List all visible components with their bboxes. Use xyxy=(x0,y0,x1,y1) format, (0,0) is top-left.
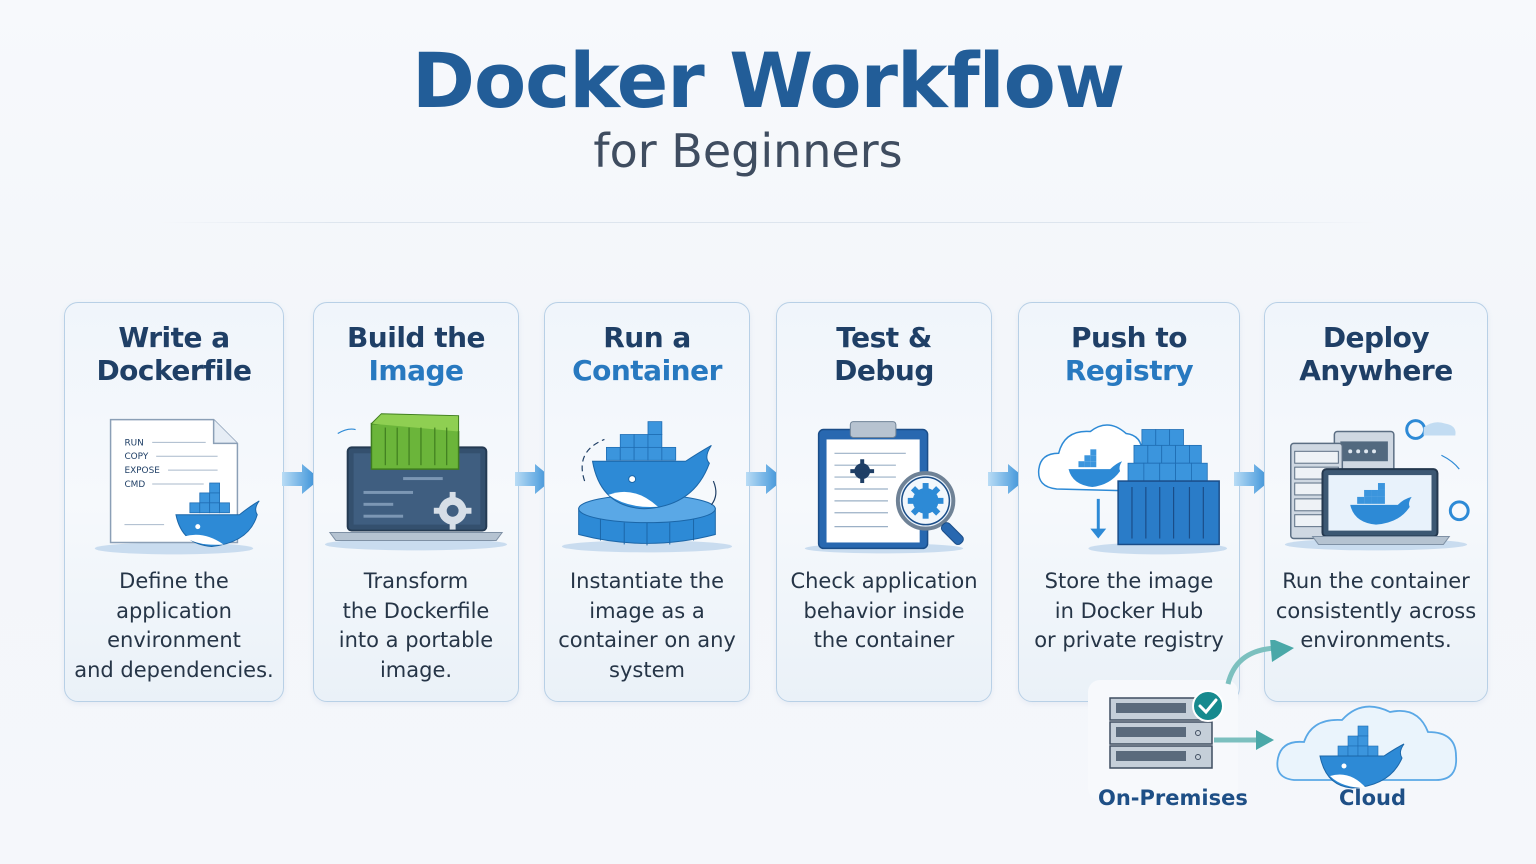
step-title: Run a Container xyxy=(572,321,722,387)
step-card-push-registry: Push to Registry Store the image in Dock… xyxy=(1018,302,1240,702)
cloud-registry-icon xyxy=(1019,411,1239,561)
servers-laptop-deploy-icon xyxy=(1265,411,1487,561)
page-title: Docker Workflow xyxy=(411,36,1125,125)
flow-arrow-icon xyxy=(988,464,1026,494)
dockerfile-document-icon: RUN COPY EXPOSE CMD xyxy=(65,411,283,561)
dockerfile-line: RUN xyxy=(124,438,143,448)
step-description: Check application behavior inside the co… xyxy=(790,569,978,652)
flow-arrow-icon xyxy=(746,464,784,494)
laptop-container-build-icon xyxy=(314,411,518,561)
step-card-build-image: Build the Image Transform the Dockerfile… xyxy=(313,302,519,702)
dockerfile-line: CMD xyxy=(124,480,145,490)
on-premises-label: On-Premises xyxy=(1098,786,1248,810)
step-description: Transform the Dockerfile into a portable… xyxy=(338,569,494,682)
step-description: Store the image in Docker Hub or private… xyxy=(1034,569,1224,652)
step-description: Define the application environment and d… xyxy=(74,569,274,682)
step-description: Instantiate the image as a container on … xyxy=(558,569,736,682)
step-title: Push to Registry xyxy=(1064,321,1194,387)
flow-arrow-icon xyxy=(282,464,320,494)
clipboard-magnifier-icon xyxy=(777,411,991,561)
dockerfile-line: COPY xyxy=(124,452,148,462)
flow-arrow-icon xyxy=(1234,464,1272,494)
step-description: Run the container consistently across en… xyxy=(1275,569,1477,652)
deploy-targets: On-Premises Cloud xyxy=(1080,640,1500,840)
step-card-deploy-anywhere: Deploy Anywhere Run the container consis… xyxy=(1264,302,1488,702)
dockerfile-line: EXPOSE xyxy=(124,466,160,476)
docker-whale-platform-icon xyxy=(545,411,749,561)
on-premises-server-icon xyxy=(1109,697,1213,769)
step-title: Test & Debug xyxy=(834,321,934,387)
header-divider xyxy=(160,222,1376,223)
step-title: Build the Image xyxy=(346,321,486,387)
step-title: Deploy Anywhere xyxy=(1299,321,1453,387)
step-card-test-debug: Test & Debug Check application behavior … xyxy=(776,302,992,702)
page-subtitle: for Beginners xyxy=(593,124,903,178)
step-title: Write a Dockerfile xyxy=(96,321,252,387)
check-badge-icon xyxy=(1192,690,1224,722)
cloud-label: Cloud xyxy=(1339,786,1407,810)
step-card-write-dockerfile: Write a Dockerfile RUN COPY EXPOSE CMD xyxy=(64,302,284,702)
flow-arrow-icon xyxy=(515,464,553,494)
step-card-run-container: Run a Container Instantiate the image as… xyxy=(544,302,750,702)
cloud-docker-icon xyxy=(1276,705,1458,789)
